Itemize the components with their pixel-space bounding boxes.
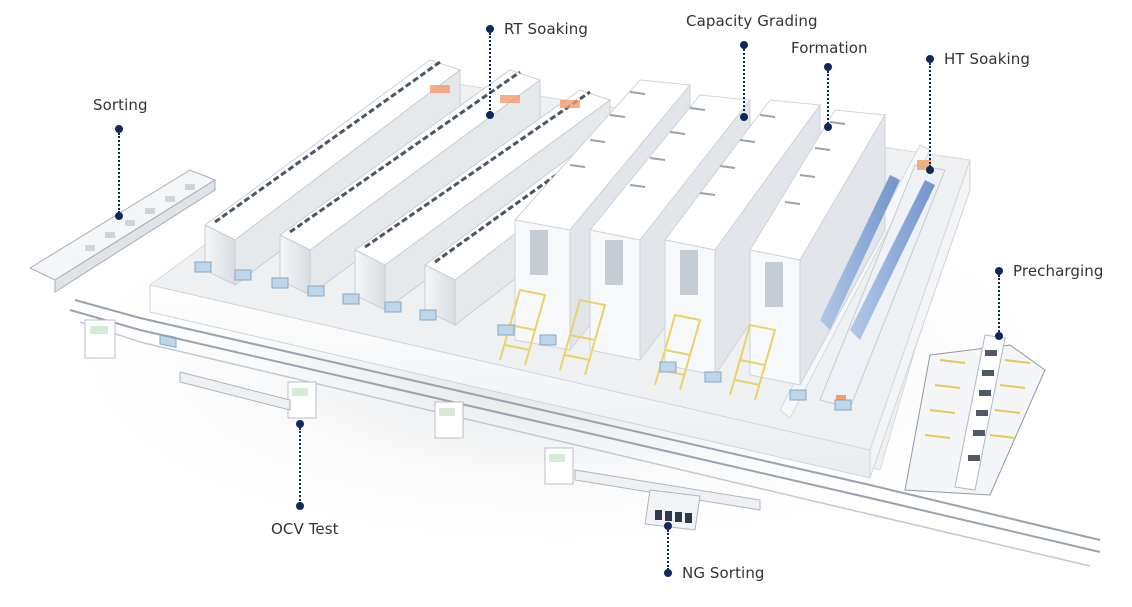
front-wall-windows: [159, 261, 852, 411]
callout-dot-anchor: [995, 332, 1003, 340]
callout-dot-top: [995, 267, 1003, 275]
callout-label-ng-sorting: NG Sorting: [682, 564, 765, 582]
callout-leader: [827, 71, 829, 127]
ng-sorting-station: [644, 489, 701, 531]
sorting-station: [28, 169, 217, 359]
callout-dot-anchor: [740, 113, 748, 121]
callout-label-sorting: Sorting: [93, 96, 148, 114]
callout-label-ocv-test: OCV Test: [271, 520, 339, 538]
callout-label-rt-soaking: RT Soaking: [504, 20, 589, 38]
callout-leader: [998, 275, 1000, 335]
cabinet-vents: [569, 91, 846, 205]
callout-leader: [299, 428, 301, 504]
callout-leader: [118, 133, 120, 213]
callout-leader: [667, 530, 669, 570]
callout-dot-anchor: [664, 522, 672, 530]
callout-leader: [743, 49, 745, 115]
callout-dot-anchor: [296, 420, 304, 428]
callout-dot-top: [740, 41, 748, 49]
callout-dot-top: [115, 125, 123, 133]
callout-dot-anchor: [115, 212, 123, 220]
ht-soaking-rack: [819, 160, 946, 409]
callout-dot-anchor: [824, 123, 832, 131]
callout-dot-anchor: [926, 166, 934, 174]
callout-dot-bottom: [296, 502, 304, 510]
ocv-test-units: [179, 371, 761, 511]
callout-label-ht-soaking: HT Soaking: [944, 50, 1030, 68]
formation-grading-cabinets: [499, 79, 886, 401]
callout-label-precharging: Precharging: [1013, 262, 1104, 280]
callout-dot-top: [926, 55, 934, 63]
callout-dot-top: [486, 25, 494, 33]
callout-label-capacity-grading: Capacity Grading: [686, 12, 818, 30]
precharging-station: [904, 334, 1046, 496]
callout-leader: [489, 33, 491, 113]
callout-dot-anchor: [486, 111, 494, 119]
callout-dot-bottom: [664, 569, 672, 577]
callout-leader: [929, 63, 931, 167]
callout-label-formation: Formation: [791, 39, 868, 57]
building-right-wall: [869, 159, 971, 479]
callout-dot-top: [824, 63, 832, 71]
